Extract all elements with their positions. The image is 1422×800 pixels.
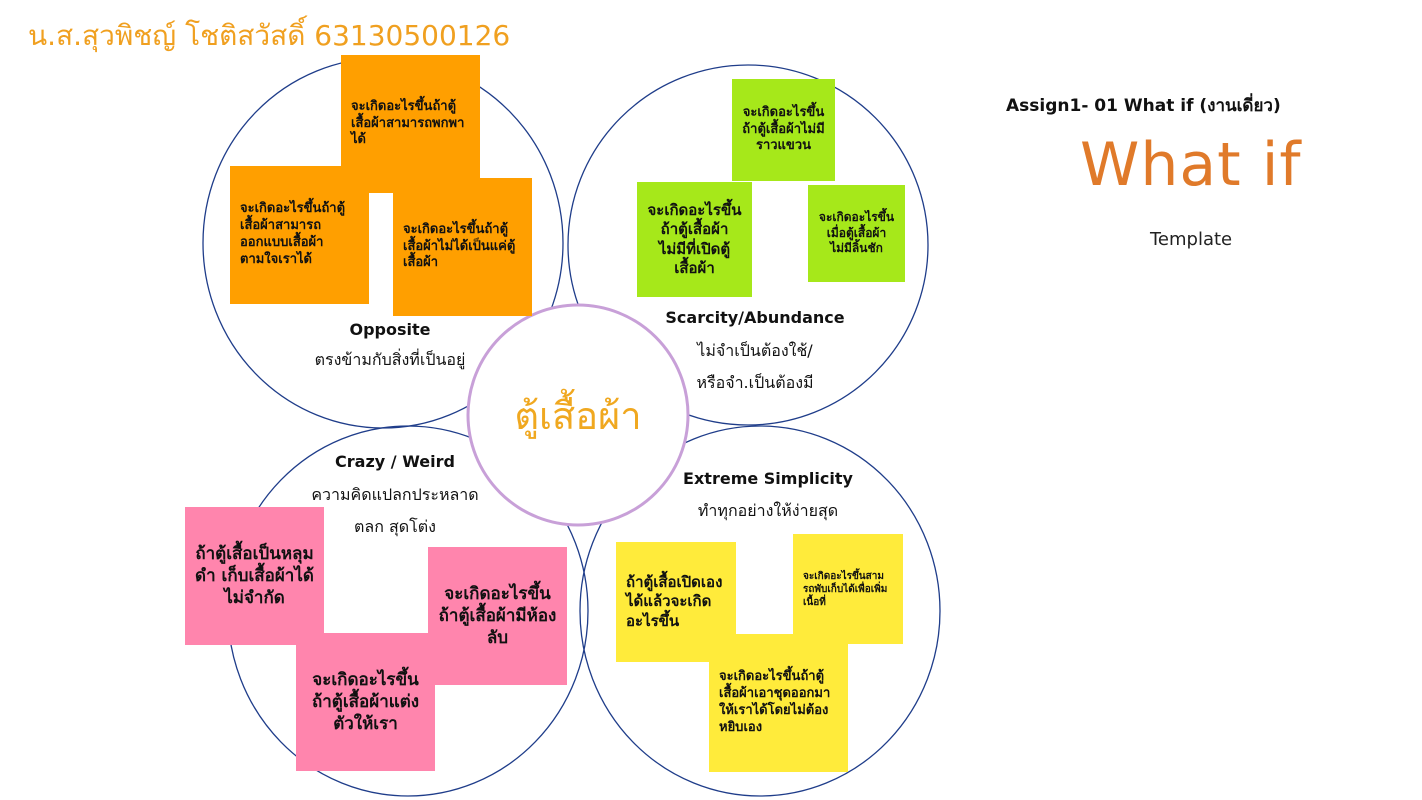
sticky-note-green-3: จะเกิดอะไรขึ้นเมื่อตู้เสื้อผ้าไม่มีลิ้นช…	[808, 185, 905, 282]
what-if-title: What if	[1080, 130, 1302, 200]
center-topic: ตู้เสื้อผ้า	[514, 394, 642, 438]
circle-simplicity	[579, 425, 941, 797]
sticky-note-green-2: จะเกิดอะไรขึ้นถ้าตู้เสื้อผ้าไม่มีที่เปิด…	[637, 182, 752, 297]
sticky-note-pink-2: จะเกิดอะไรขึ้นถ้าตู้เสื้อผ้ามีห้องลับ	[428, 547, 567, 685]
template-label: Template	[1150, 229, 1233, 250]
center-circle	[466, 303, 690, 527]
sticky-note-yellow-3: จะเกิดอะไรขึ้นถ้าตู้เสื้อผ้าเอาชุดออกมาใ…	[709, 634, 848, 772]
author-name: น.ส.สุวพิชญ์ โชติสวัสดิ์ 63130500126	[28, 19, 511, 52]
sticky-note-pink-3: จะเกิดอะไรขึ้นถ้าตู้เสื้อผ้าแต่งตัวให้เร…	[296, 633, 435, 771]
sticky-note-yellow-2: จะเกิดอะไรขึ้นสามรถพับเก็บได้เพื่อเพิ่มเ…	[793, 534, 903, 644]
crazy-subtitle-2: ตลก สุดโต่ง	[354, 517, 436, 536]
scarcity-subtitle-1: ไม่จำเป็นต้องใช้/	[697, 341, 813, 360]
sticky-note-orange-3: จะเกิดอะไรขึ้นถ้าตู้เสื้อผ้าไม่ได้เป็นแค…	[393, 178, 532, 316]
crazy-title: Crazy / Weird	[335, 452, 455, 471]
sticky-note-yellow-1: ถ้าตู้เสื้อเปิดเองได้แล้วจะเกิดอะไรขึ้น	[616, 542, 736, 662]
circle-scarcity	[567, 64, 929, 426]
sticky-note-orange-1: จะเกิดอะไรขึ้นถ้าตู้เสื้อผ้าสามารถพกพาได…	[341, 55, 480, 193]
opposite-subtitle: ตรงข้ามกับสิ่งที่เป็นอยู่	[314, 350, 466, 369]
simplicity-subtitle: ทำทุกอย่างให้ง่ายสุด	[697, 501, 839, 520]
simplicity-title: Extreme Simplicity	[683, 469, 853, 488]
opposite-title: Opposite	[349, 320, 431, 339]
sticky-note-green-1: จะเกิดอะไรขึ้นถ้าตู้เสื้อผ้าไม่มีราวแขวน	[732, 79, 835, 181]
crazy-subtitle-1: ความคิดแปลกประหลาด	[311, 485, 479, 504]
scarcity-title: Scarcity/Abundance	[665, 308, 845, 327]
sticky-note-pink-1: ถ้าตู้เสื้อเป็นหลุมดำ เก็บเสื้อผ้าได้ไม่…	[185, 507, 324, 645]
sticky-note-orange-2: จะเกิดอะไรขึ้นถ้าตู้เสื้อผ้าสามารถออกแบบ…	[230, 166, 369, 304]
scarcity-subtitle-2: หรือจำ.เป็นต้องมี	[696, 373, 814, 392]
assignment-label: Assign1- 01 What if (งานเดี่ยว)	[1006, 96, 1281, 116]
